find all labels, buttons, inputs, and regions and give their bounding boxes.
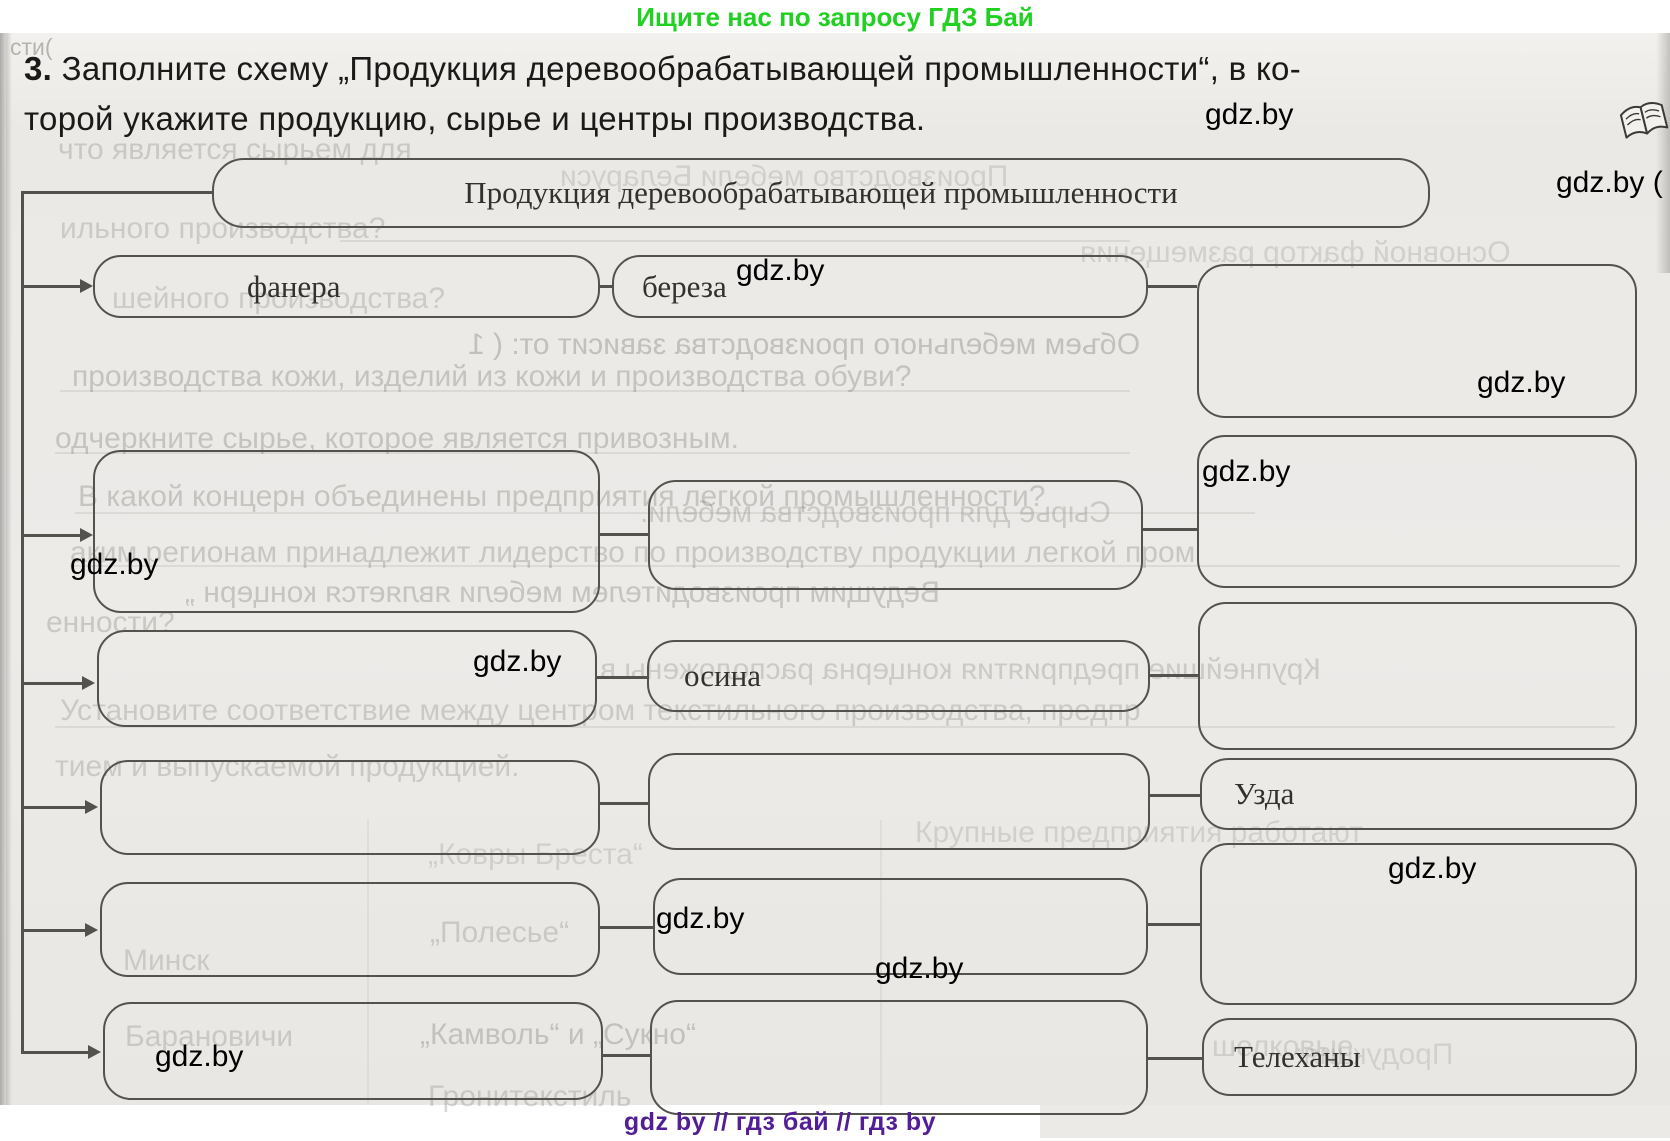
bleed-table-line	[880, 820, 882, 1105]
flow-box-right-1	[1197, 264, 1637, 418]
flow-box-right-3	[1198, 602, 1637, 750]
gdzby-watermark: gdz.by	[736, 254, 825, 287]
bleed-text: „Полесье“	[430, 916, 570, 949]
connector-middle1-right1	[1148, 285, 1197, 288]
flow-box-middle-5	[653, 878, 1148, 975]
flow-box-root: Продукция деревообрабатывающей промышлен…	[212, 158, 1430, 228]
connector-left2-middle2	[600, 533, 648, 536]
bleed-text: Минск	[123, 944, 210, 977]
flow-box-right-4-label: Узда	[1234, 776, 1295, 811]
bleed-text: шелковые	[1212, 1030, 1354, 1063]
flow-box-left-5	[100, 882, 600, 977]
arrow-to-left-box-4	[22, 800, 98, 813]
flow-box-left-2	[93, 450, 600, 613]
flow-box-middle-6	[650, 1000, 1148, 1115]
bleed-text: Барановичи	[125, 1020, 294, 1053]
paper-background	[6, 33, 1670, 1105]
spine-top-connector	[22, 191, 212, 194]
connector-left5-middle5	[600, 926, 653, 929]
bleed-text-mirrored: Объем мебельного производства зависит от…	[468, 328, 1141, 361]
flow-box-right-2	[1197, 435, 1637, 588]
flow-box-right-5	[1200, 843, 1637, 1005]
page-edge-shadow-right	[1656, 33, 1670, 273]
flow-box-left-3	[97, 630, 597, 727]
flow-box-left-1-label: фанера	[247, 268, 341, 304]
bleed-text: сти(	[10, 34, 53, 60]
gdzby-watermark: gdz.by (	[1556, 166, 1663, 199]
connector-left1-middle1	[600, 285, 612, 288]
page-edge-shadow-left	[0, 33, 12, 1105]
arrow-to-left-box-1	[22, 279, 93, 292]
bleed-table-line	[367, 820, 369, 1105]
flow-box-middle-4	[648, 753, 1150, 850]
arrow-to-left-box-5	[22, 923, 98, 936]
answer-line	[55, 726, 1615, 728]
bleed-text: аким регионам принадлежит лидерство по п…	[70, 536, 1196, 569]
task-text-line2: торой укажите продукцию, сырье и центры …	[24, 100, 926, 137]
promo-banner: Ищите нас по запросу ГДЗ Бай	[636, 2, 1034, 32]
open-book-icon	[1616, 88, 1670, 151]
arrow-to-left-box-3	[22, 676, 95, 689]
answer-line	[70, 565, 1620, 567]
gdzby-watermark: gdz.by	[1202, 455, 1291, 488]
flow-box-middle-3: осина	[647, 640, 1150, 712]
flow-box-left-4	[100, 760, 600, 855]
bleed-text: В какой концерн объединены предприятия л…	[78, 480, 1046, 513]
answer-line	[60, 390, 1130, 392]
arrow-to-left-box-6	[22, 1045, 101, 1058]
gdzby-watermark: gdz.by	[1388, 852, 1477, 885]
connector-left3-middle3	[597, 676, 647, 679]
gdzby-watermark: gdz.by	[875, 952, 964, 985]
bleed-text: шейного производства?	[112, 282, 446, 315]
bleed-text: одчеркните сырье, которое является приво…	[55, 422, 739, 455]
bleed-text: производства кожи, изделий из кожи и про…	[72, 360, 912, 393]
connector-middle5-right5	[1148, 923, 1200, 926]
connector-left6-middle6	[603, 1054, 650, 1057]
gdzby-watermark: gdz.by	[155, 1040, 244, 1073]
gdzby-watermark: gdz.by	[70, 548, 159, 581]
flow-box-middle-1: береза	[612, 255, 1148, 318]
flow-box-left-1: фанера	[93, 255, 600, 318]
flow-box-middle-3-label: осина	[684, 658, 761, 693]
answer-line	[75, 512, 1255, 514]
bleed-text: „Камволь“ и „Сукно“	[420, 1018, 696, 1051]
connector-middle3-right3	[1150, 674, 1198, 677]
gdzby-watermark: gdz.by	[473, 645, 562, 678]
connector-left4-middle4	[600, 802, 648, 805]
answer-line	[55, 452, 1130, 454]
task-text-line1: 3. Заполните схему „Продукция деревообра…	[24, 50, 1584, 88]
answer-line	[340, 240, 1130, 242]
arrow-to-left-box-2	[22, 528, 93, 541]
spine-vertical-line	[21, 191, 24, 1054]
flow-box-right-6-label: Телеханы	[1234, 1039, 1361, 1074]
flow-box-left-6	[103, 1002, 603, 1100]
task-number: 3.	[24, 50, 53, 87]
gdzby-watermark: gdz.by	[656, 902, 745, 935]
footer-watermark-line: gdz by // гдз бай // гдз by	[623, 1108, 937, 1136]
flow-box-root-label: Продукция деревообрабатывающей промышлен…	[464, 175, 1178, 210]
flow-box-right-6: Телеханы	[1202, 1018, 1637, 1096]
bleed-text: тием и выпускаемой продукцией.	[55, 750, 520, 783]
flow-box-middle-1-label: береза	[642, 268, 727, 304]
gdzby-watermark: gdz.by	[1477, 366, 1566, 399]
flow-box-middle-2	[648, 480, 1143, 590]
connector-middle4-right4	[1150, 794, 1200, 797]
connector-middle6-right6	[1148, 1057, 1202, 1060]
paper-background-ragged-edge	[1040, 1105, 1670, 1138]
connector-middle2-right2	[1143, 528, 1197, 531]
gdzby-watermark: gdz.by	[1205, 98, 1294, 131]
flow-box-right-4: Узда	[1200, 758, 1637, 830]
task-line1-text: Заполните схему „Продукция деревообрабат…	[52, 50, 1301, 87]
